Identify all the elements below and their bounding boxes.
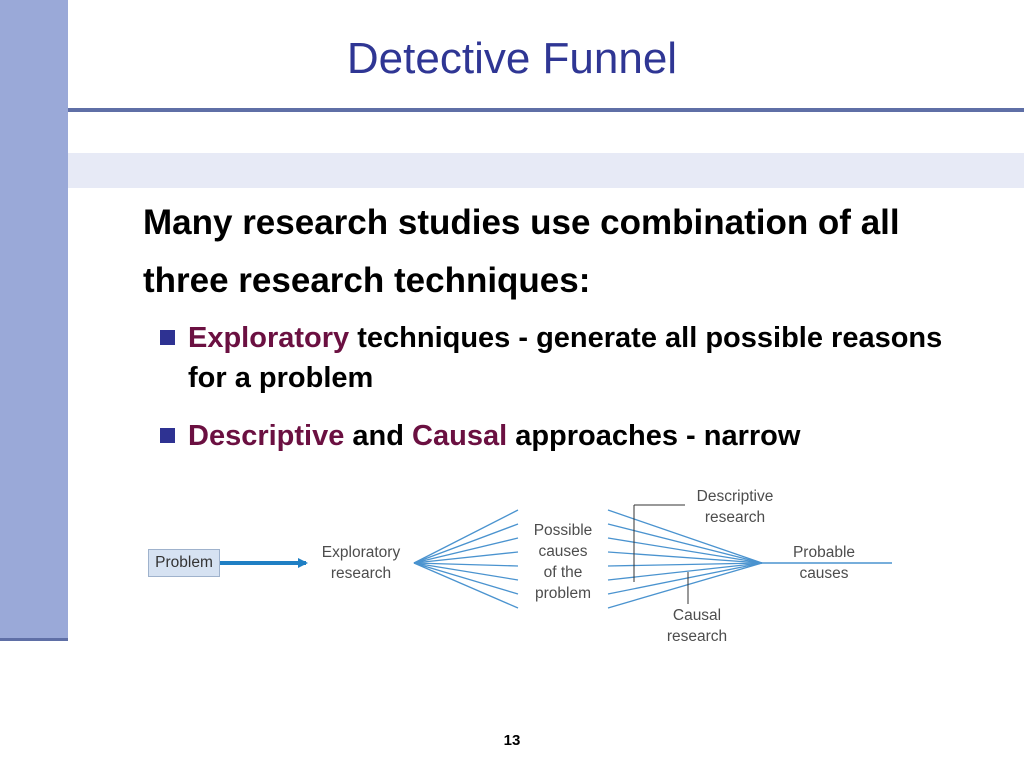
probable-causes-label: Probable causes bbox=[792, 544, 856, 582]
intro-text: Many research studies use combination of… bbox=[143, 203, 900, 300]
bullet-exploratory: Exploratory techniques - generate all po… bbox=[160, 318, 960, 398]
causal-research-label: Causal research bbox=[666, 607, 728, 645]
page-number: 13 bbox=[503, 732, 521, 749]
exploratory-fan bbox=[413, 509, 519, 609]
highlight-descriptive: Descriptive bbox=[188, 420, 345, 452]
bullet-connector: and bbox=[344, 420, 413, 452]
possible-causes-label: Possible causes of the problem bbox=[533, 522, 593, 602]
side-bar bbox=[0, 0, 68, 640]
highlight-exploratory: Exploratory bbox=[188, 322, 350, 354]
side-bar-edge bbox=[0, 638, 68, 641]
highlight-causal: Causal bbox=[412, 420, 508, 452]
bullet-square-icon bbox=[160, 330, 175, 345]
exploratory-research-label: Exploratory research bbox=[321, 544, 401, 582]
bullet-text: approaches - narrow bbox=[507, 420, 801, 452]
descriptive-research-label: Descriptive research bbox=[696, 488, 774, 526]
bullet-text: techniques - generate all possible reaso… bbox=[188, 322, 943, 394]
header-band bbox=[68, 153, 1024, 188]
bullet-square-icon bbox=[160, 428, 175, 443]
bullet-descriptive-causal: Descriptive and Causal approaches - narr… bbox=[160, 416, 960, 456]
funnel-lines bbox=[220, 504, 892, 609]
descriptive-bracket bbox=[633, 504, 685, 582]
slide-title: Detective Funnel bbox=[346, 34, 678, 83]
title-rule bbox=[68, 108, 1024, 112]
problem-box: Problem bbox=[148, 549, 220, 577]
funnel-diagram: Problem Exploratory research Possible ca… bbox=[140, 480, 900, 650]
